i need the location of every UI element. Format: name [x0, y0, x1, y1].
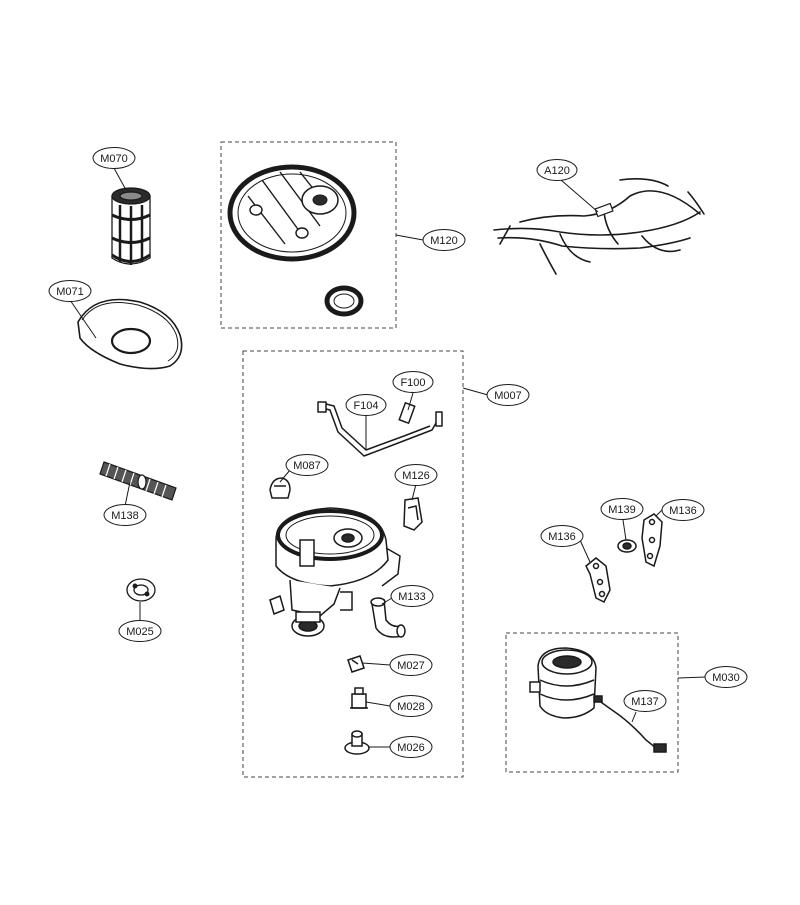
leader-lines [69, 167, 707, 748]
sensor-part [350, 687, 368, 709]
label-m028: M028 [397, 701, 425, 713]
seal-ring-part [324, 285, 364, 317]
label-m007: M007 [494, 390, 522, 402]
callout-m138: M138 [103, 504, 147, 526]
label-m136-left: M136 [548, 531, 576, 543]
filter-cylinder-part [111, 187, 151, 265]
label-m071: M071 [56, 286, 84, 298]
grommet-part [617, 539, 637, 553]
cable-part [593, 695, 667, 753]
clip-part [269, 477, 291, 499]
pipe-assembly-part [317, 401, 443, 457]
label-m138: M138 [111, 510, 139, 522]
callout-f100: F100 [392, 371, 434, 393]
callout-m139: M139 [600, 498, 644, 520]
small-cap-part [347, 655, 365, 673]
group-box-m007 [242, 350, 464, 778]
callout-a120: A120 [536, 159, 578, 181]
callout-m133: M133 [390, 585, 434, 607]
callout-m028: M028 [389, 695, 433, 717]
label-m087: M087 [293, 460, 321, 472]
label-f100: F100 [400, 377, 425, 389]
sump-housing-part [269, 507, 401, 637]
callout-m025: M025 [118, 620, 162, 642]
label-m026: M026 [397, 742, 425, 754]
label-m136-right: M136 [669, 505, 697, 517]
label-m126: M126 [402, 470, 430, 482]
label-m070: M070 [100, 153, 128, 165]
valve-part [344, 730, 370, 755]
pump-motor-part [529, 647, 597, 719]
label-a120: A120 [544, 165, 570, 177]
bracket-part [403, 497, 423, 531]
callout-m087: M087 [285, 454, 329, 476]
label-m025: M025 [126, 626, 154, 638]
label-m030: M030 [712, 672, 740, 684]
callout-m070: M070 [92, 147, 136, 169]
label-m137: M137 [631, 696, 659, 708]
group-box-m030 [505, 632, 679, 773]
label-f104: F104 [353, 400, 378, 412]
mount-arm-left-part [585, 557, 611, 604]
callout-m026: M026 [389, 736, 433, 758]
callout-m137: M137 [623, 690, 667, 712]
callout-m071: M071 [48, 280, 92, 302]
label-m139: M139 [608, 504, 636, 516]
label-m133: M133 [398, 591, 426, 603]
callout-m027: M027 [389, 654, 433, 676]
callout-m120: M120 [422, 229, 466, 251]
mount-arm-right-part [641, 513, 663, 568]
wire-harness-part [493, 178, 705, 275]
callout-m007: M007 [486, 384, 530, 406]
callout-m126: M126 [394, 464, 438, 486]
callout-m136-right: M136 [661, 499, 705, 521]
elbow-pipe-part [370, 597, 406, 638]
callout-m030: M030 [704, 666, 748, 688]
gasket-plate-part [77, 298, 183, 370]
hose-part [99, 461, 177, 501]
callout-m136-left: M136 [540, 525, 584, 547]
label-m120: M120 [430, 235, 458, 247]
callout-f104: F104 [345, 394, 387, 416]
spray-disc-part [227, 164, 357, 262]
label-m027: M027 [397, 660, 425, 672]
small-disk-part [126, 578, 156, 602]
